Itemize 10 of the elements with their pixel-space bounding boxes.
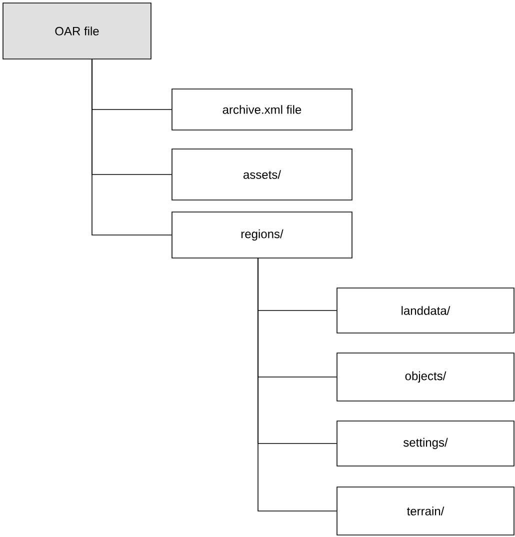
folder-box: objects/ (336, 352, 514, 402)
folder-box: settings/ (336, 420, 514, 466)
connector-line (258, 258, 337, 512)
folder-box: assets/ (172, 148, 352, 200)
folder-box: archive.xml file (172, 88, 352, 130)
connector-line (92, 59, 172, 236)
folder-box: landdata/ (336, 288, 514, 334)
folder-box: terrain/ (336, 486, 514, 536)
folder-box: regions/ (172, 212, 352, 258)
file-box: OAR file (2, 2, 152, 60)
